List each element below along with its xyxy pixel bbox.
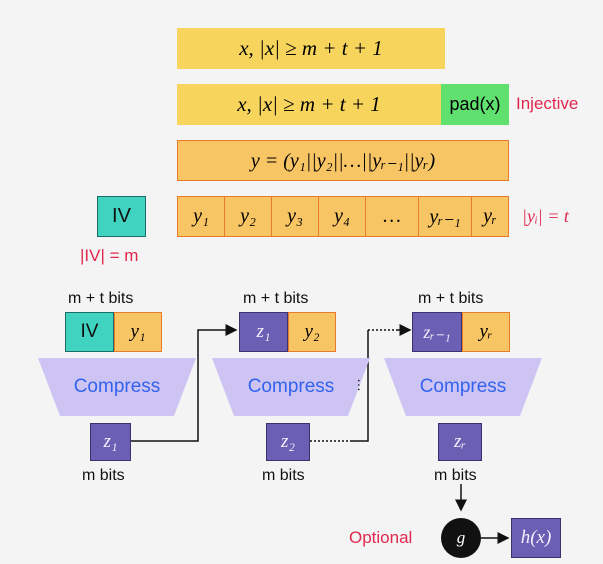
block-yr-1: yᵣ₋₁ [419, 197, 472, 236]
vertical-dots: … [355, 378, 371, 392]
stage3-zr-1: zᵣ₋₁ [412, 312, 462, 352]
stage2-compress: Compress [247, 376, 335, 397]
iv-box: IV [97, 196, 146, 237]
compress-trapezoid-3 [384, 358, 542, 416]
block-dots: … [366, 197, 419, 236]
compress-trapezoid-2 [212, 358, 370, 416]
stage2-y2: y₂ [288, 312, 336, 352]
concat-bar: y = (y₁||y₂||…||yᵣ₋₁||yᵣ) [177, 140, 509, 181]
block-y4: y₄ [319, 197, 366, 236]
stage1-z1: z₁ [90, 423, 131, 461]
block-y1: y₁ [178, 197, 225, 236]
stage1-iv: IV [65, 312, 114, 352]
stage2-z1: z₁ [239, 312, 288, 352]
optional-label: Optional [349, 528, 413, 547]
g-node: g [441, 518, 481, 558]
stage3-zr: zᵣ [438, 423, 482, 461]
block-y2: y₂ [225, 197, 272, 236]
block-length-label: |yᵢ| = t [522, 206, 569, 226]
arrow-z2-to-stage3 [350, 330, 369, 442]
stage3-output-bits: m bits [434, 467, 477, 484]
stage1-compress: Compress [73, 376, 161, 397]
final-output-hx: h(x) [511, 518, 561, 558]
block-yr: yᵣ [483, 205, 497, 227]
pad-box: pad(x) [441, 84, 509, 125]
stage3-bits-label: m + t bits [418, 290, 484, 307]
stage2-z2: z₂ [266, 423, 310, 461]
stage3-yr: yᵣ [462, 312, 510, 352]
arrow-z1-to-stage2 [131, 324, 238, 442]
compress-trapezoid-1 [38, 358, 196, 416]
stage3-compress: Compress [419, 376, 507, 397]
blocks-row: y₁ y₂ y₃ y₄ … yᵣ₋₁ yᵣ [177, 196, 509, 237]
iv-length-label: |IV| = m [80, 246, 139, 265]
stage2-output-bits: m bits [262, 467, 305, 484]
input-bar: x, |x| ≥ m + t + 1 [177, 28, 445, 69]
injective-label: Injective [516, 94, 579, 113]
stage2-bits-label: m + t bits [243, 290, 309, 307]
stage1-y1: y₁ [114, 312, 162, 352]
stage1-bits-label: m + t bits [68, 290, 134, 307]
padded-bar: x, |x| ≥ m + t + 1 [177, 84, 441, 125]
block-y3: y₃ [272, 197, 319, 236]
stage1-output-bits: m bits [82, 467, 125, 484]
